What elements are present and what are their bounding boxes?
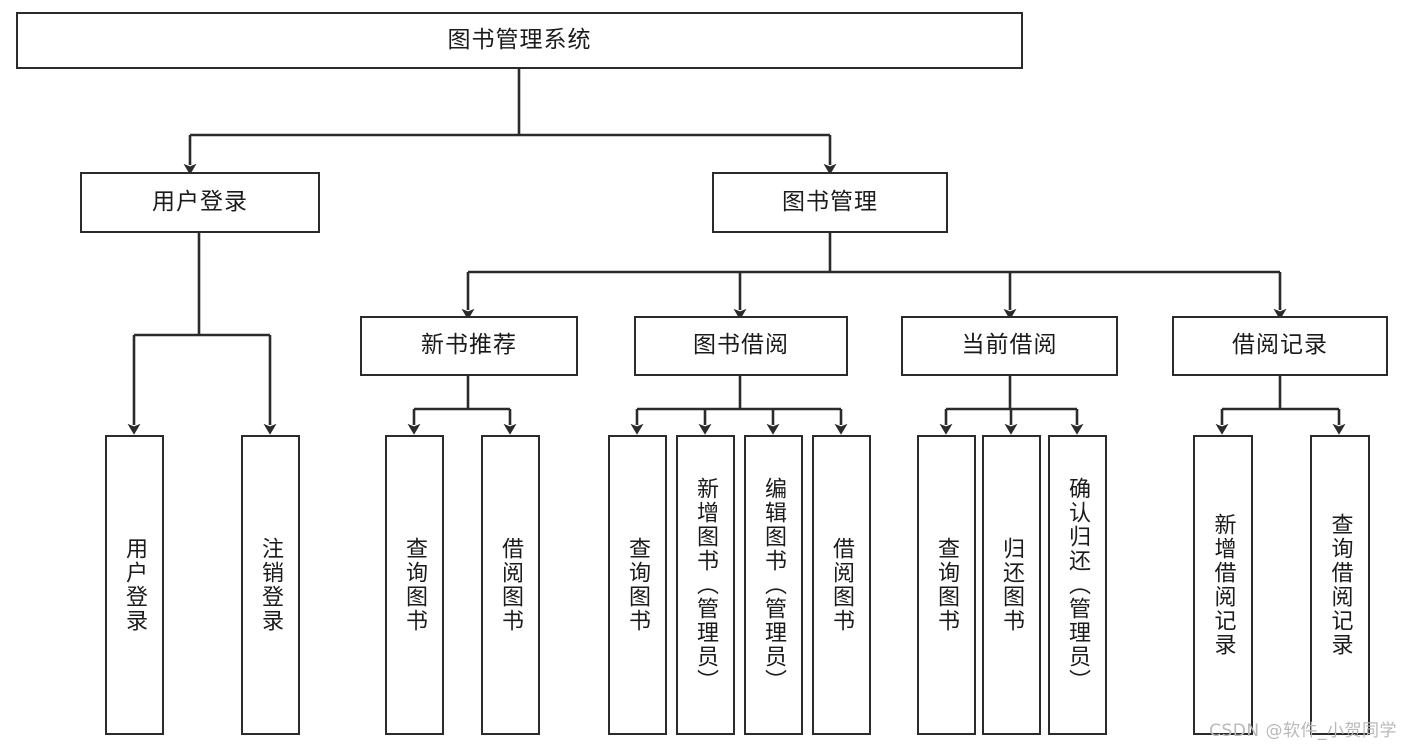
- node-label: 查询图书: [625, 537, 651, 633]
- leaf-user-login[interactable]: 用户登录: [105, 435, 164, 735]
- node-book-management[interactable]: 图书管理: [712, 172, 948, 233]
- node-label: 用户登录: [122, 537, 148, 633]
- node-label: 借阅图书: [829, 537, 855, 633]
- node-label: 查询借阅记录: [1327, 513, 1353, 657]
- node-label: 编辑图书（管理员）: [761, 477, 787, 693]
- leaf-record-query-borrow-record[interactable]: 查询借阅记录: [1310, 435, 1370, 735]
- node-label: 图书管理系统: [447, 26, 592, 53]
- node-root-book-management-system[interactable]: 图书管理系统: [16, 12, 1023, 69]
- node-new-book-recommend[interactable]: 新书推荐: [360, 316, 578, 376]
- leaf-borrow-edit-book-admin[interactable]: 编辑图书（管理员）: [744, 435, 803, 735]
- watermark: CSDN @软件_小贺同学: [1209, 721, 1397, 741]
- leaf-borrow-add-book-admin[interactable]: 新增图书（管理员）: [676, 435, 735, 735]
- leaf-current-return-book[interactable]: 归还图书: [982, 435, 1041, 735]
- node-label: 注销登录: [258, 537, 284, 633]
- leaf-current-confirm-return-admin[interactable]: 确认归还（管理员）: [1048, 435, 1107, 735]
- leaf-record-add-borrow-record[interactable]: 新增借阅记录: [1193, 435, 1253, 735]
- node-label: 借阅记录: [1232, 332, 1328, 359]
- node-label: 借阅图书: [498, 537, 524, 633]
- node-label: 新书推荐: [421, 332, 517, 359]
- node-label: 确认归还（管理员）: [1065, 477, 1091, 693]
- node-user-login[interactable]: 用户登录: [80, 172, 320, 233]
- node-current-borrow[interactable]: 当前借阅: [901, 316, 1118, 376]
- node-book-borrow[interactable]: 图书借阅: [634, 316, 848, 376]
- node-label: 新增图书（管理员）: [693, 477, 719, 693]
- node-label: 归还图书: [999, 537, 1025, 633]
- node-borrow-record[interactable]: 借阅记录: [1172, 316, 1388, 376]
- leaf-borrow-query-book[interactable]: 查询图书: [608, 435, 667, 735]
- node-label: 图书借阅: [693, 332, 789, 359]
- node-label: 用户登录: [152, 188, 248, 215]
- leaf-user-logout[interactable]: 注销登录: [241, 435, 300, 735]
- node-label: 查询图书: [934, 537, 960, 633]
- leaf-recommend-borrow-book[interactable]: 借阅图书: [481, 435, 540, 735]
- leaf-current-query-book[interactable]: 查询图书: [917, 435, 976, 735]
- node-label: 新增借阅记录: [1210, 513, 1236, 657]
- leaf-borrow-borrow-book[interactable]: 借阅图书: [812, 435, 871, 735]
- node-label: 查询图书: [402, 537, 428, 633]
- node-label: 图书管理: [782, 188, 878, 215]
- node-label: 当前借阅: [961, 332, 1058, 359]
- leaf-recommend-query-book[interactable]: 查询图书: [385, 435, 444, 735]
